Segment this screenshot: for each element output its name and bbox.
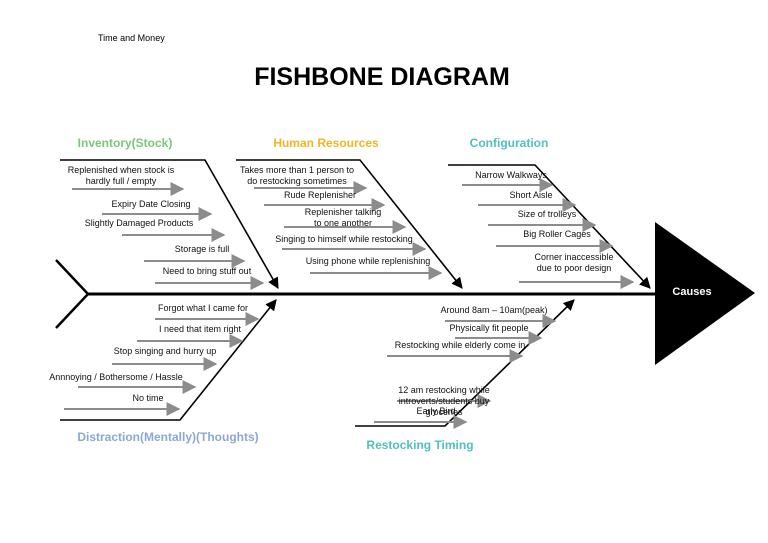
cause-inventory-4: Storage is full (175, 244, 230, 254)
subtitle: Time and Money (98, 33, 165, 43)
cause-timing-3: Restocking while elderly come in (395, 340, 526, 350)
cause-config-3: Size of trolleys (518, 209, 577, 219)
category-human-resources: Human Resources (273, 136, 379, 150)
bones (60, 159, 651, 427)
cause-human-5: Using phone while replenishing (306, 256, 431, 266)
category-restocking-timing: Restocking Timing (366, 438, 473, 452)
cause-config-2: Short Aisle (509, 190, 552, 200)
cause-inventory-5: Need to bring stuff out (163, 266, 252, 276)
cause-inventory-3: Slightly Damaged Products (85, 218, 194, 228)
cause-human-2: Rude Replenisher (284, 190, 356, 200)
fish-tail-top (55, 259, 89, 295)
bone-human (236, 159, 463, 289)
category-configuration: Configuration (470, 136, 549, 150)
cause-distraction-2: I need that item right (159, 324, 242, 334)
cause-distraction-5: No time (132, 393, 163, 403)
cause-human-4: Singing to himself while restocking (275, 234, 413, 244)
bone-distraction (60, 299, 277, 421)
fish-head (655, 222, 755, 365)
cause-distraction-4: Annnoying / Bothersome / Hassle (49, 372, 183, 382)
category-distraction: Distraction(Mentally)(Thoughts) (77, 430, 258, 444)
diagram-title: FISHBONE DIAGRAM (254, 63, 510, 91)
cause-distraction-3: Stop singing and hurry up (114, 346, 217, 356)
cause-config-1: Narrow Walkways (475, 170, 547, 180)
bone-inventory (60, 159, 279, 289)
cause-arrows (64, 178, 635, 429)
cause-config-4: Big Roller Cages (523, 229, 591, 239)
cause-inventory-2: Expiry Date Closing (111, 199, 190, 209)
cause-distraction-1: Forgot what I came for (158, 303, 248, 313)
bone-timing (355, 299, 575, 427)
category-inventory: Inventory(Stock) (78, 136, 173, 150)
cause-timing-2: Physically fit people (449, 323, 528, 333)
cause-timing-1: Around 8am – 10am(peak) (440, 305, 547, 315)
fish-tail-bottom (55, 293, 89, 329)
head-label: Causes (672, 286, 711, 298)
cause-timing-5: Early Bird (416, 406, 455, 416)
